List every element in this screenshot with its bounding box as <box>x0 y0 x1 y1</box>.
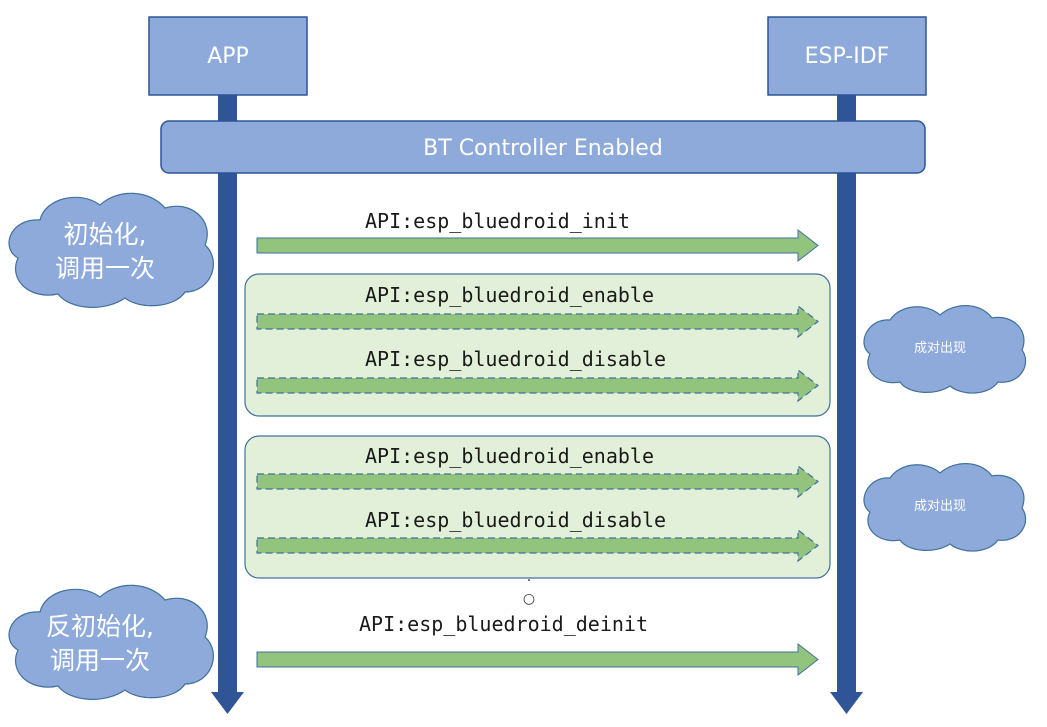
group1-enable-arrow <box>256 304 819 339</box>
deinit-note-cloud: 反初始化, 调用一次 <box>8 584 214 700</box>
init-call-label: API:esp_bluedroid_init <box>365 209 630 233</box>
app-lifeline <box>211 95 244 714</box>
controller-bar: BT Controller Enabled <box>160 120 926 174</box>
group2-disable-arrow <box>256 528 819 563</box>
controller-bar-label: BT Controller Enabled <box>423 136 663 161</box>
pair1-note-cloud: 成对出现 <box>863 305 1027 394</box>
deinit-note-line2: 调用一次 <box>50 646 150 675</box>
esp-idf-participant-label: ESP-IDF <box>805 44 890 69</box>
app-participant-box: APP <box>148 16 308 96</box>
deinit-note-line1: 反初始化, <box>46 612 154 641</box>
init-note-cloud: 初始化, 调用一次 <box>8 192 214 308</box>
pair2-note-label: 成对出现 <box>914 499 966 514</box>
group2-enable-arrow <box>256 464 819 499</box>
pair1-note-label: 成对出现 <box>914 341 966 356</box>
init-call-arrow <box>256 228 819 263</box>
deinit-call-label: API:esp_bluedroid_deinit <box>359 612 648 636</box>
init-note-line2: 调用一次 <box>55 254 155 283</box>
ellipsis-circle: ○ <box>523 591 535 607</box>
esp-idf-participant-box: ESP-IDF <box>767 16 927 96</box>
ellipsis-dot: . <box>527 569 531 585</box>
group2-enable-label: API:esp_bluedroid_enable <box>365 444 654 468</box>
group1-enable-label: API:esp_bluedroid_enable <box>365 283 654 307</box>
deinit-call-arrow <box>256 642 819 677</box>
group1-disable-arrow <box>256 368 819 403</box>
app-participant-label: APP <box>207 44 249 69</box>
group2-disable-label: API:esp_bluedroid_disable <box>365 508 666 532</box>
init-note-line1: 初始化, <box>64 220 147 249</box>
pair2-note-cloud: 成对出现 <box>863 463 1027 552</box>
group1-disable-label: API:esp_bluedroid_disable <box>365 347 666 371</box>
esp-idf-lifeline <box>830 95 863 714</box>
